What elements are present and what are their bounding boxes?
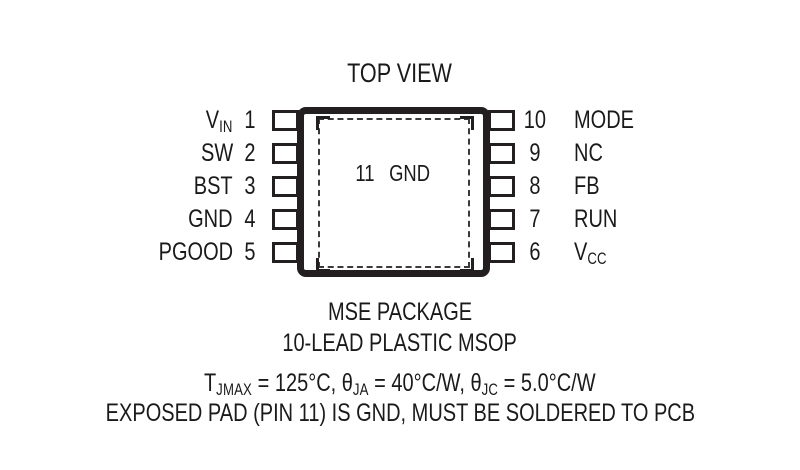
pin-label-row-9: 9 NC xyxy=(518,139,778,167)
pin-label-row-3: BST 3 xyxy=(30,172,267,200)
pin-number-5: 5 xyxy=(244,238,256,266)
pin-signal-7: RUN xyxy=(574,205,618,233)
theta-ja-symbol: θ xyxy=(341,369,354,397)
pin-number-8: 8 xyxy=(529,172,541,200)
pin-label-row-10: 10 MODE xyxy=(518,106,778,134)
exposed-pad-corner-top-left xyxy=(316,116,330,130)
pin-lead-6 xyxy=(488,242,515,263)
pin-label-row-2: SW 2 xyxy=(30,139,267,167)
pin-number-2: 2 xyxy=(244,139,256,167)
theta-jc-subscript: JC xyxy=(481,380,499,399)
pin-number-3: 3 xyxy=(244,172,256,200)
exposed-pad-note: EXPOSED PAD (PIN 11) IS GND, MUST BE SOL… xyxy=(105,399,695,427)
exposed-pad-corner-top-right xyxy=(460,116,474,130)
pin-lead-8 xyxy=(488,176,515,197)
pin-label-row-6: 6 VCC xyxy=(518,238,778,268)
tjmax-value: = 125°C, xyxy=(252,369,342,397)
pin-signal-8: FB xyxy=(574,172,600,200)
page-title: TOP VIEW xyxy=(0,58,800,89)
package-drawing: 11 GND xyxy=(272,107,515,277)
pin-label-row-7: 7 RUN xyxy=(518,205,778,233)
pin-label-row-8: 8 FB xyxy=(518,172,778,200)
pin-number-7: 7 xyxy=(529,205,541,233)
pin-signal-3: BST xyxy=(194,172,233,200)
pin-signal-2: SW xyxy=(200,139,233,167)
pin-signal-1: VIN xyxy=(206,106,233,136)
pin-lead-4 xyxy=(272,209,299,230)
pin-label-row-5: PGOOD 5 xyxy=(30,238,267,266)
exposed-pad-name: GND xyxy=(388,160,430,186)
pin-label-row-1: VIN 1 xyxy=(30,106,267,136)
pin-signal-9: NC xyxy=(574,139,603,167)
pin-number-10: 10 xyxy=(523,106,547,134)
theta-jc-symbol: θ xyxy=(470,369,482,397)
tjmax-subscript: JMAX xyxy=(216,380,253,399)
pin-lead-7 xyxy=(488,209,515,230)
pin-lead-5 xyxy=(272,242,299,263)
pin-lead-2 xyxy=(272,143,299,164)
pin-lead-3 xyxy=(272,176,299,197)
pin-number-6: 6 xyxy=(529,238,541,266)
pin-signal-4: GND xyxy=(188,205,233,233)
package-caption: MSE PACKAGE 10-LEAD PLASTIC MSOP xyxy=(0,297,800,359)
pin-lead-1 xyxy=(272,110,299,131)
pin-signal-10: MODE xyxy=(574,106,634,134)
pin-signal-6: VCC xyxy=(574,238,607,268)
pin-label-row-4: GND 4 xyxy=(30,205,267,233)
package-body-outline xyxy=(297,107,490,277)
theta-ja-subscript: JA xyxy=(353,380,369,399)
tjmax-symbol: T xyxy=(204,369,217,397)
exposed-pad-corner-bottom-right xyxy=(460,258,474,272)
theta-ja-value: = 40°C/W, xyxy=(368,369,471,397)
pin-signal-5: PGOOD xyxy=(158,238,233,266)
pin-number-4: 4 xyxy=(244,205,256,233)
exposed-pad-outline xyxy=(318,118,470,268)
package-description: 10-LEAD PLASTIC MSOP xyxy=(282,329,518,357)
top-view-label: TOP VIEW xyxy=(347,58,453,88)
pin-lead-10 xyxy=(488,110,515,131)
pin-lead-9 xyxy=(488,143,515,164)
pin-number-9: 9 xyxy=(529,139,541,167)
thermal-spec-line: TJMAX = 125°C, θJA = 40°C/W, θJC = 5.0°C… xyxy=(0,369,800,399)
pin-number-1: 1 xyxy=(244,106,256,134)
exposed-pad-number: 11 xyxy=(355,160,375,186)
exposed-pad-label: 11 GND xyxy=(318,159,470,188)
theta-jc-value: = 5.0°C/W xyxy=(498,369,596,397)
exposed-pad-corner-bottom-left xyxy=(316,258,330,272)
package-name: MSE PACKAGE xyxy=(327,298,473,326)
